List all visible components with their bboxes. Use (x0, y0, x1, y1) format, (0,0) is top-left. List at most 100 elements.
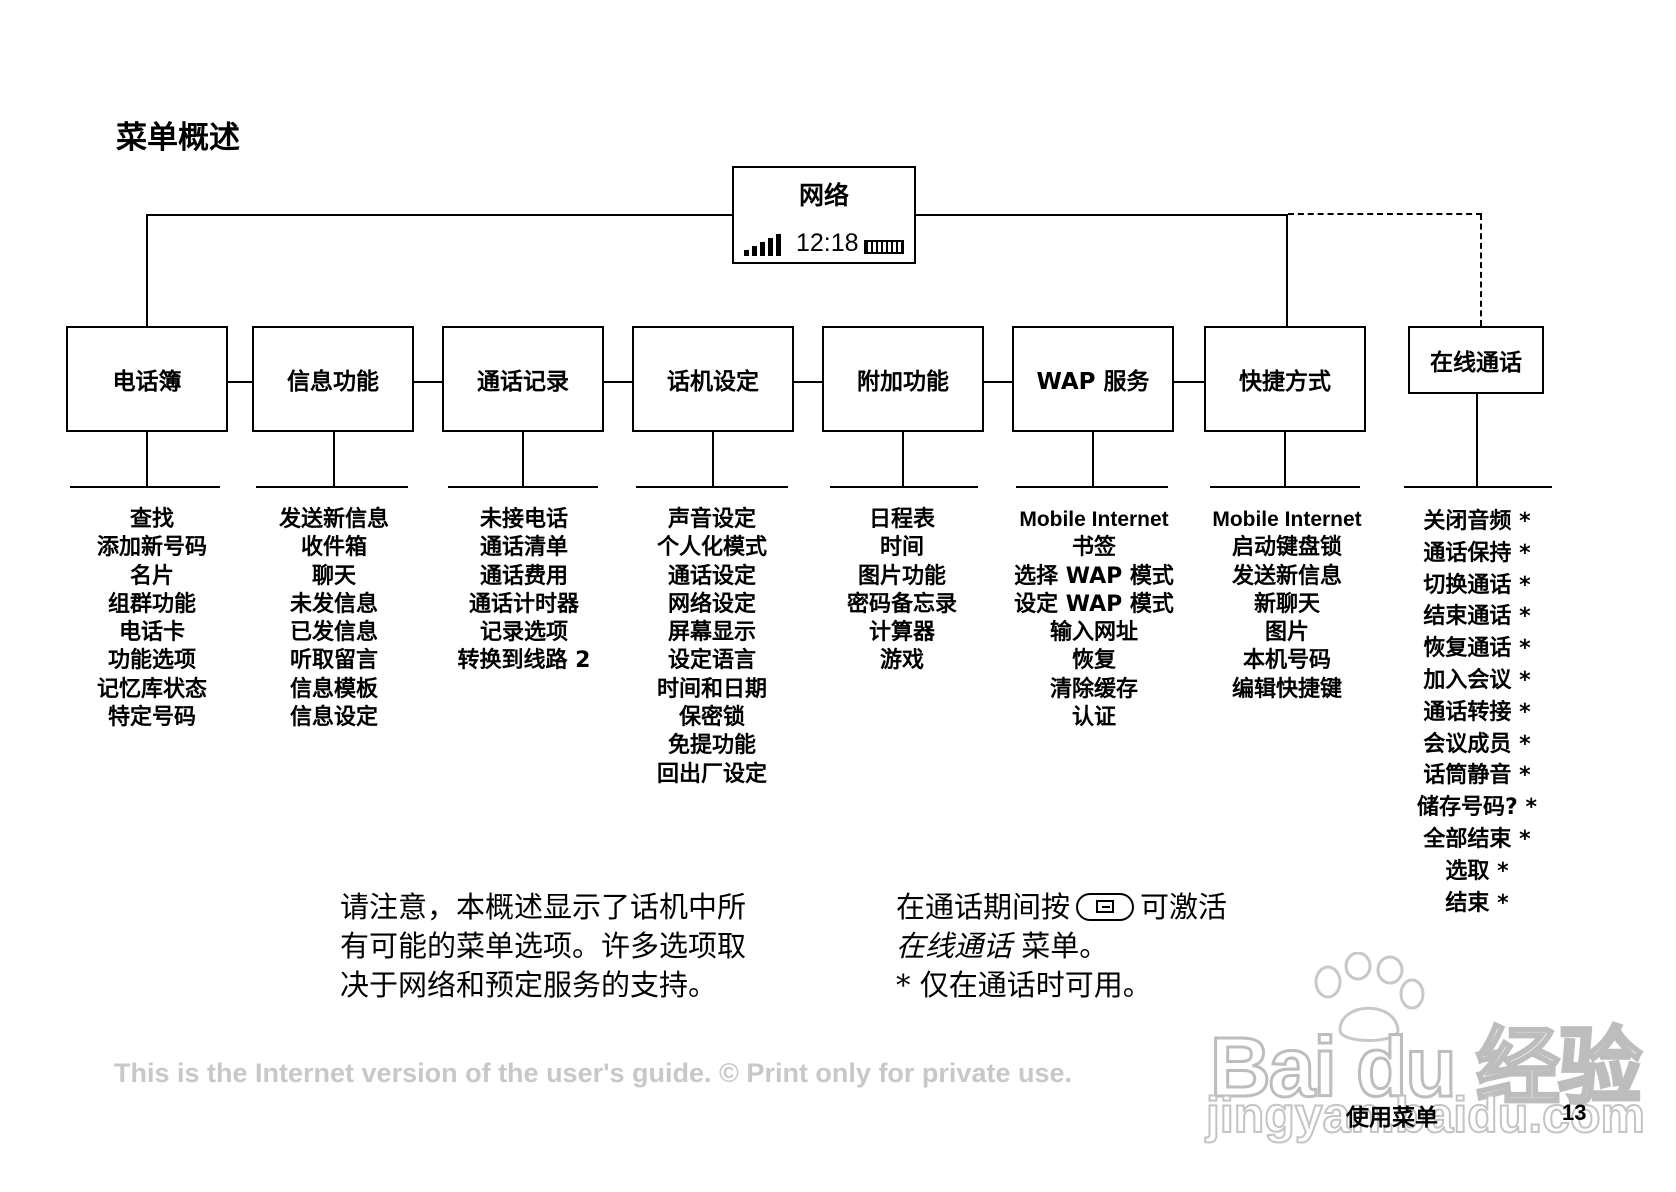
list-item: 设定 WAP 模式 (1014, 591, 1174, 617)
list-item: 清除缓存 (1049, 676, 1138, 702)
connector-line (1092, 431, 1094, 487)
extras-items: 日程表 时间 图片功能 密码备忘录 计算器 游戏 (823, 506, 981, 676)
list-item: 屏幕显示 (667, 620, 756, 646)
list-item: 时间 (879, 535, 924, 561)
list-item: 发送新信息 (1231, 563, 1342, 589)
list-item: 结束 * (1445, 890, 1509, 916)
menu-extras: 附加功能 (822, 326, 984, 432)
list-item: 记忆库状态 (96, 676, 207, 702)
connector-line (712, 431, 714, 487)
menu-online-call: 在线通话 (1408, 326, 1544, 394)
connector-dashed-line (1288, 213, 1482, 215)
connector-line (413, 381, 443, 383)
list-item: 恢复 (1071, 648, 1116, 674)
paw-watermark-icon (1314, 952, 1425, 1042)
page-title: 菜单概述 (116, 120, 240, 156)
note-italic-term: 在线通话 (896, 929, 1013, 963)
menu-phone-settings: 话机设定 (632, 326, 794, 432)
list-item: 话筒静音 * (1423, 763, 1531, 789)
list-item: 切换通话 * (1423, 572, 1531, 598)
list-item: 通话清单 (479, 535, 568, 561)
list-item: 选择 WAP 模式 (1014, 563, 1174, 589)
list-item: 通话保持 * (1423, 540, 1531, 566)
internet-version-note: This is the Internet version of the user… (114, 1058, 1072, 1088)
connector-line (1286, 214, 1288, 327)
list-item: 组群功能 (107, 591, 196, 617)
phone-settings-items: 声音设定 个人化模式 通话设定 网络设定 屏幕显示 设定语言 时间和日期 保密锁… (633, 506, 791, 789)
list-item: 收件箱 (300, 535, 367, 561)
list-item: 书签 (1071, 535, 1116, 561)
menu-wap-services: WAP 服务 (1012, 326, 1174, 432)
footer-section-title: 使用菜单 (1346, 1105, 1438, 1131)
list-item: 声音设定 (667, 507, 756, 532)
note-line: 有可能的菜单选项。许多选项取 (340, 929, 747, 963)
connector-line (146, 214, 733, 216)
list-item: 编辑快捷键 (1231, 676, 1342, 702)
note-text: 可激活 (1140, 890, 1228, 924)
connector-line (793, 381, 823, 383)
list-item: 关闭音频 * (1423, 509, 1531, 534)
list-item: 未接电话 (479, 507, 568, 532)
list-item: 设定语言 (667, 648, 756, 674)
list-item: Mobile Internet (1212, 508, 1362, 531)
list-item: 全部结束 * (1423, 826, 1531, 852)
wap-services-items: Mobile Internet 书签 选择 WAP 模式 设定 WAP 模式 输… (1012, 506, 1176, 732)
list-item: 保密锁 (678, 705, 745, 731)
note-line: 在线通话 菜单。 (896, 927, 1227, 966)
root-title: 网络 (798, 181, 849, 210)
connector-line (333, 431, 335, 487)
connector-line (146, 214, 148, 327)
list-item: 查找 (129, 507, 174, 532)
root-network-box: 网络 12:18 (732, 166, 916, 264)
list-item: 密码备忘录 (846, 591, 957, 617)
list-item: 网络设定 (667, 591, 756, 617)
list-item: 免提功能 (667, 733, 756, 759)
column-rule (448, 486, 598, 488)
page-number: 13 (1562, 1100, 1587, 1125)
list-item: 本机号码 (1242, 648, 1331, 674)
connector-dashed-line (1480, 214, 1482, 326)
menu-call-log: 通话记录 (442, 326, 604, 432)
list-item: 特定号码 (107, 705, 196, 731)
list-item: 未发信息 (289, 591, 378, 617)
list-item: 日程表 (868, 507, 935, 532)
column-rule (256, 486, 408, 488)
connector-line (1284, 431, 1286, 487)
watermark-text: Bai du 经验 (1208, 1019, 1643, 1116)
connector-line (1476, 393, 1478, 487)
menu-messaging: 信息功能 (252, 326, 414, 432)
column-rule (1404, 486, 1552, 488)
list-item: 记录选项 (479, 620, 568, 646)
column-rule (636, 486, 788, 488)
list-item: 时间和日期 (656, 676, 767, 702)
list-item: 名片 (129, 563, 174, 589)
list-item: 信息模板 (289, 676, 378, 702)
watermark-url: jingyan.baidu.com (1205, 1086, 1646, 1144)
menu-shortcuts: 快捷方式 (1204, 326, 1366, 432)
list-item: 通话设定 (667, 563, 756, 589)
note-text: 菜单。 (1012, 929, 1109, 963)
messaging-items: 发送新信息 收件箱 聊天 未发信息 已发信息 听取留言 信息模板 信息设定 (255, 506, 413, 732)
connector-line (902, 431, 904, 487)
connector-line (227, 381, 253, 383)
list-item: 输入网址 (1049, 620, 1138, 646)
list-item: 通话费用 (479, 563, 568, 589)
list-item: 图片功能 (857, 563, 946, 589)
note-left: 请注意，本概述显示了话机中所 有可能的菜单选项。许多选项取 决于网络和预定服务的… (340, 888, 746, 1005)
list-item: 回出厂设定 (656, 761, 767, 787)
connector-line (983, 381, 1013, 383)
connector-line (146, 431, 148, 487)
list-item: 通话计时器 (468, 591, 579, 617)
list-item: 会议成员 * (1423, 731, 1531, 757)
note-line: * 仅在通话时可用。 (896, 968, 1152, 1002)
connector-line (603, 381, 633, 383)
menu-phonebook: 电话簿 (66, 326, 228, 432)
battery-icon (864, 240, 904, 254)
list-item: 聊天 (311, 563, 356, 589)
call-log-items: 未接电话 通话清单 通话费用 通话计时器 记录选项 转换到线路 2 (443, 506, 605, 676)
list-item: 通话转接 * (1423, 699, 1531, 725)
connector-line (1173, 381, 1205, 383)
online-call-items: 关闭音频 * 通话保持 * 切换通话 * 结束通话 * 恢复通话 * 加入会议 … (1400, 506, 1554, 919)
list-item: 个人化模式 (656, 535, 767, 561)
column-rule (1016, 486, 1168, 488)
